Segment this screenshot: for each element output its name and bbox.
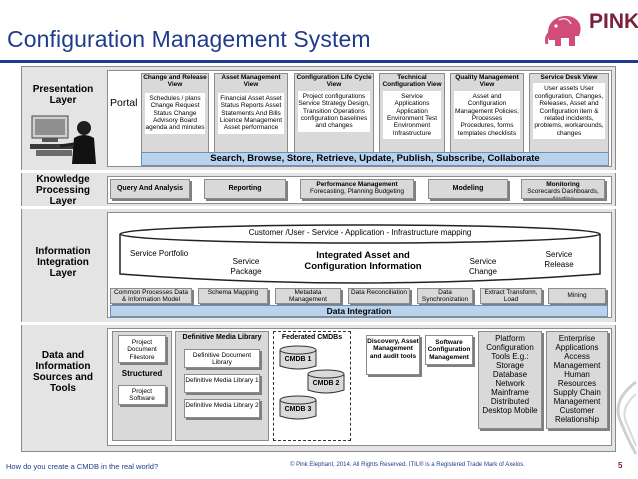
structured-label: Structured — [121, 369, 163, 378]
service-change-label: Service Change — [468, 257, 498, 276]
technical-configuration-view[interactable]: Technical Configuration View Service App… — [379, 73, 445, 153]
view-body: Asset and Configuration Management Polic… — [454, 90, 520, 140]
software-configuration-management-box[interactable]: Software Configuration Management — [425, 335, 473, 365]
service-release-label: Service Release — [544, 250, 574, 269]
knowledge-item-title: Monitoring — [546, 181, 580, 188]
layer-divider — [21, 322, 616, 325]
integrated-asset-config-label: Integrated Asset and Configuration Infor… — [304, 250, 422, 272]
cmdb-2-label[interactable]: CMDB 2 — [312, 380, 340, 387]
monitoring-box[interactable]: Monitoring Scorecards Dashboards, Alerti… — [521, 179, 605, 199]
layer-label-presentation: Presentation Layer — [32, 84, 94, 106]
pink-elephant-logo-icon — [541, 10, 585, 50]
portal-label[interactable]: Portal — [110, 97, 138, 109]
project-document-filestore-box[interactable]: Project Document Filestore — [118, 335, 166, 363]
view-body: Schedules / plans Change Request Status … — [145, 92, 205, 134]
page-title: Configuration Management System — [7, 26, 371, 52]
project-software-box[interactable]: Project Software — [118, 385, 166, 405]
cmdb-3-label[interactable]: CMDB 3 — [284, 406, 312, 413]
service-portfolio-label: Service Portfolio — [130, 249, 189, 258]
knowledge-item-title: Query And Analysis — [116, 185, 183, 192]
view-body: Project configurations Service Strategy … — [298, 90, 370, 132]
header-divider — [0, 60, 638, 63]
discovery-asset-tools-box[interactable]: Discovery, Asset Management and audit to… — [366, 335, 420, 375]
definitive-media-library-2-box[interactable]: Definitive Media Library 2 — [184, 399, 260, 418]
office-worker-illustration-icon — [30, 115, 96, 164]
footer-copyright: © Pink Elephant, 2014. All Rights Reserv… — [290, 462, 525, 468]
reporting-box[interactable]: Reporting — [204, 179, 286, 199]
definitive-media-library-1-box[interactable]: Definitive Media Library 1 — [184, 374, 260, 393]
logo-text: PINK — [589, 10, 638, 33]
view-body: Financial Asset Asset Status Reports Ass… — [218, 92, 284, 134]
view-title: Technical Configuration View — [382, 74, 442, 89]
decorative-swirl-icon — [616, 380, 638, 455]
service-package-label: Service Package — [230, 257, 262, 276]
layer-label-integration: Information Integration Layer — [35, 245, 91, 279]
query-analysis-box[interactable]: Query And Analysis — [110, 179, 190, 199]
layer-label-data-sources: Data and Information Sources and Tools — [32, 350, 94, 394]
enterprise-applications-box[interactable]: Enterprise Applications Access Managemen… — [546, 331, 608, 429]
knowledge-item-title: Modeling — [452, 185, 484, 192]
quality-management-view[interactable]: Quality Management View Asset and Config… — [450, 73, 524, 153]
definitive-document-library-box[interactable]: Definitive Document Library — [184, 349, 260, 368]
view-title: Configuration Life Cycle View — [296, 74, 372, 89]
mapping-label: Customer /User - Service - Application -… — [248, 228, 472, 237]
knowledge-item-body: Scorecards Dashboards, Alerting — [527, 188, 599, 198]
cmdb-cylinders-icon — [279, 345, 345, 420]
view-body: User assets User configuration, Changes,… — [533, 83, 605, 140]
asset-management-view[interactable]: Asset Management View Financial Asset As… — [214, 73, 288, 153]
layer-divider — [21, 206, 616, 209]
performance-management-box[interactable]: Performance Management Forecasting, Plan… — [300, 179, 414, 199]
knowledge-item-title: Performance Management — [316, 181, 398, 188]
view-body: Service Applications Application Environ… — [383, 90, 441, 140]
view-title: Asset Management View — [221, 74, 281, 89]
service-desk-view[interactable]: Service Desk View User assets User confi… — [529, 73, 609, 153]
metadata-management-box[interactable]: Metadata Management — [275, 288, 341, 304]
data-integration-bar[interactable]: Data Integration — [110, 305, 608, 317]
data-reconciliation-box[interactable]: Data Reconciliation — [348, 288, 410, 304]
knowledge-item-title: Reporting — [228, 185, 262, 192]
common-processes-box[interactable]: Common Processes Data & Information Mode… — [110, 288, 192, 304]
schema-mapping-box[interactable]: Schema Mapping — [198, 288, 268, 304]
federated-cmdbs-title: Federated CMDBs — [281, 334, 343, 341]
mining-box[interactable]: Mining — [548, 288, 606, 304]
view-title: Quality Management View — [455, 74, 519, 89]
dml-title: Definitive Media Library — [182, 334, 262, 341]
data-synchronization-box[interactable]: Data Synchronization — [417, 288, 473, 304]
page-number: 5 — [618, 461, 623, 470]
integrated-information-cylinder-icon — [119, 224, 601, 284]
view-title: Change and Release View — [143, 74, 207, 89]
footer-question: How do you create a CMDB in the real wor… — [6, 462, 159, 471]
change-release-view[interactable]: Change and Release View Schedules / plan… — [141, 73, 209, 153]
layer-label-knowledge: Knowledge Processing Layer — [36, 173, 90, 207]
layer-divider — [21, 170, 616, 173]
extract-transform-load-box[interactable]: Extract Transform, Load — [480, 288, 542, 304]
search-browse-bar[interactable]: Search, Browse, Store, Retrieve, Update,… — [141, 152, 609, 166]
cmdb-1-label[interactable]: CMDB 1 — [284, 356, 312, 363]
platform-configuration-tools-box[interactable]: Platform Configuration Tools E.g.: Stora… — [478, 331, 542, 429]
knowledge-item-body: Forecasting, Planning Budgeting — [310, 188, 404, 196]
view-title: Service Desk View — [540, 74, 598, 81]
configuration-life-cycle-view[interactable]: Configuration Life Cycle View Project co… — [294, 73, 374, 153]
modeling-box[interactable]: Modeling — [428, 179, 508, 199]
